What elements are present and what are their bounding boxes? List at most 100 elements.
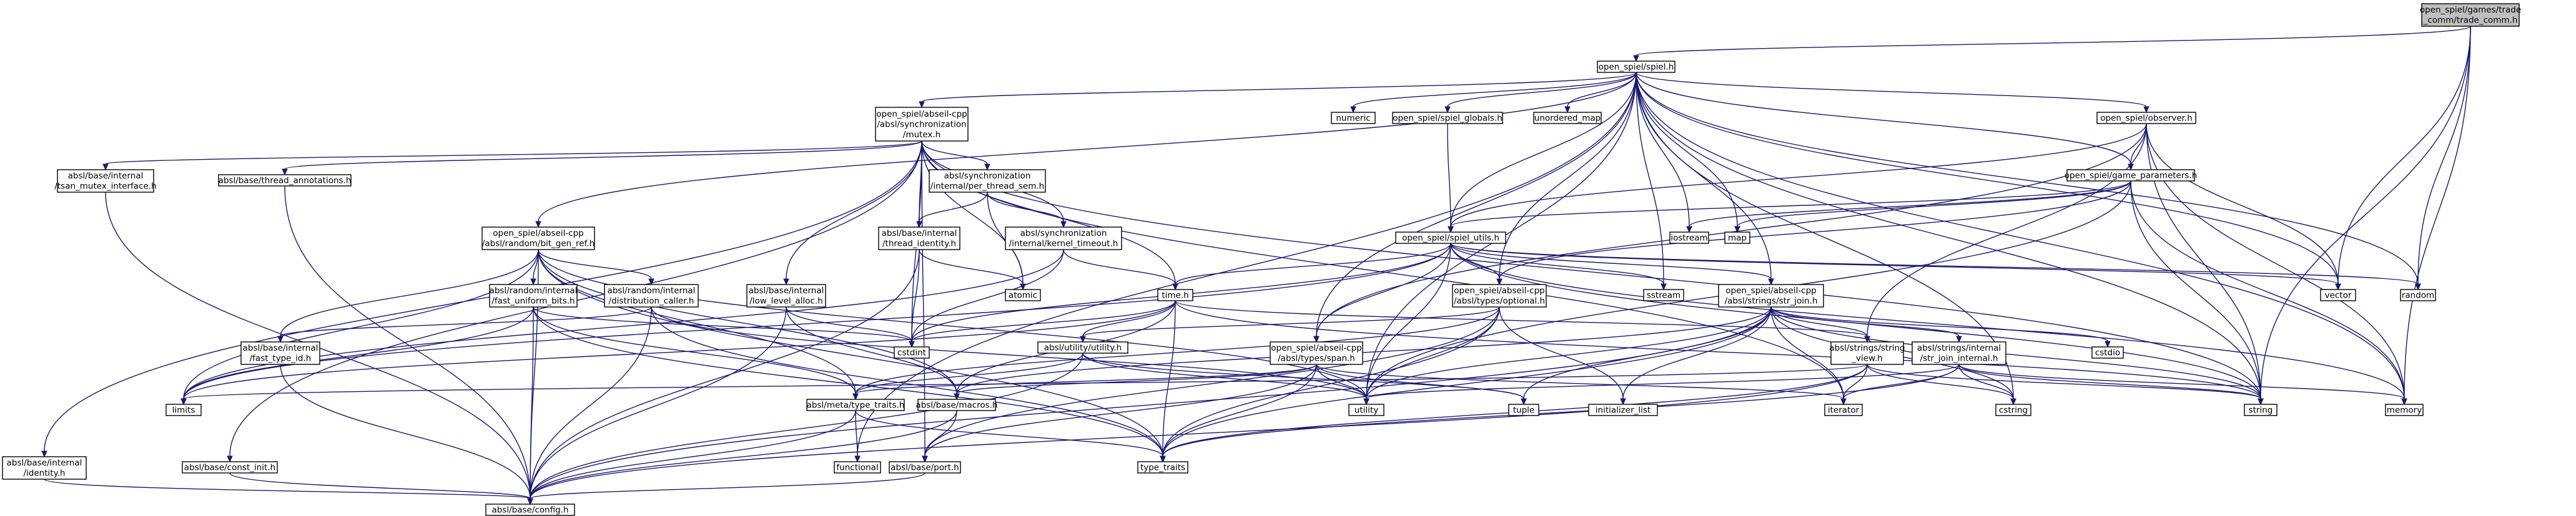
node-box [929, 169, 1046, 193]
node-label-line: tuple [1513, 405, 1534, 415]
node-box [1157, 289, 1193, 301]
node-per-thread-sem[interactable]: absl/synchronization/internal/per_thread… [929, 169, 1046, 193]
node-box [604, 284, 699, 308]
node-box [2421, 3, 2520, 27]
edge-const-init-to-config [229, 472, 533, 505]
node-box [2244, 404, 2277, 416]
node-distribution-caller[interactable]: absl/random/internal/distribution_caller… [604, 284, 699, 308]
node-box [218, 174, 352, 187]
edge-game-params-to-iostream [1686, 180, 2131, 233]
edge-spiel-utils-to-vector [1450, 243, 2341, 291]
node-string-view[interactable]: absl/strings/string_view.h [1829, 341, 1905, 365]
node-box [2385, 404, 2424, 416]
node-game-params[interactable]: open_spiel/game_parameters.h [2065, 169, 2198, 182]
node-label-line: absl/base/internal [749, 286, 824, 296]
node-label-line: time.h [1162, 290, 1188, 300]
node-label-line: cstring [1999, 405, 2028, 415]
edge-type-traits-h-to-config [527, 410, 856, 505]
node-label-line: /internal/kernel_timeout.h [1009, 239, 1118, 249]
edge-str-join-to-str-join-internal [1770, 306, 1962, 343]
edge-mutex-to-per-thread-sem [921, 140, 990, 171]
node-unordered-map: unordered_map [1533, 112, 1602, 124]
edge-root-to-string [2258, 26, 2471, 406]
node-label-line: random [2402, 290, 2434, 300]
node-label-line: /fast_type_id.h [250, 354, 312, 364]
edge-spiel-utils-to-time [1172, 243, 1451, 291]
edge-mutex-to-low-level-alloc [783, 140, 922, 286]
edge-time-to-utility-h [1080, 300, 1176, 343]
node-time[interactable]: time.h [1157, 289, 1193, 301]
node-label-line: unordered_map [1534, 113, 1601, 123]
node-port[interactable]: absl/base/port.h [889, 461, 961, 474]
node-cstdio: cstdio [2091, 346, 2124, 359]
node-identity[interactable]: absl/base/internal/identity.h [2, 456, 87, 480]
edge-macros-to-port [922, 410, 957, 463]
edge-str-join-internal-to-string [1958, 364, 2264, 406]
node-fast-type-id[interactable]: absl/base/internal/fast_type_id.h [240, 341, 320, 365]
node-label-line: /fast_uniform_bits.h [491, 296, 575, 306]
node-label-line: /tsan_mutex_interface.h [54, 182, 156, 192]
node-root[interactable]: open_spiel/games/trade_comm/trade_comm.h [2420, 3, 2521, 27]
node-label-line: _view.h [1851, 354, 1882, 364]
node-kernel-timeout[interactable]: absl/synchronization/internal/kernel_tim… [1005, 226, 1122, 250]
node-fast-uniform-bits[interactable]: absl/random/internal/fast_uniform_bits.h [489, 284, 578, 308]
edge-kernel-timeout-to-time [1063, 249, 1178, 291]
node-macros[interactable]: absl/base/macros.h [915, 399, 998, 411]
node-spiel-utils[interactable]: open_spiel/spiel_utils.h [1395, 231, 1506, 244]
node-optional[interactable]: open_spiel/abseil-cpp/absl/types/optiona… [1452, 284, 1547, 308]
node-map: map [1724, 231, 1750, 244]
node-mutex[interactable]: open_spiel/abseil-cpp/absl/synchronizati… [875, 107, 969, 142]
node-box [2096, 112, 2196, 124]
node-label-line: limits [172, 405, 195, 415]
node-label-line: /absl/strings/str_join.h [1725, 296, 1818, 306]
node-str-join[interactable]: open_spiel/abseil-cpp/absl/strings/str_j… [1718, 284, 1824, 308]
node-utility-h[interactable]: absl/utility/utility.h [1037, 341, 1128, 354]
edge-macros-to-config [527, 410, 957, 505]
node-label-line: sstream [1647, 290, 1680, 300]
edge-spiel-to-game-params [1636, 72, 2134, 171]
node-span[interactable]: open_spiel/abseil-cpp/absl/types/span.h [1270, 341, 1363, 365]
node-box [2066, 169, 2195, 182]
edge-distribution-caller-to-utility [651, 306, 1369, 406]
node-label-line: /absl/types/span.h [1278, 354, 1355, 364]
node-tsan[interactable]: absl/base/internal/tsan_mutex_interface.… [54, 169, 157, 193]
node-thread-identity[interactable]: absl/base/internal/thread_identity.h [878, 226, 960, 250]
node-box [1830, 341, 1904, 365]
edge-mutex-to-identity [41, 140, 922, 458]
node-globals[interactable]: open_spiel/spiel_globals.h [1392, 112, 1503, 124]
node-iterator: iterator [1824, 404, 1863, 416]
node-const-init[interactable]: absl/base/const_init.h [182, 461, 278, 474]
node-box [1912, 341, 2006, 365]
edge-distribution-caller-to-fast-type-id [277, 306, 652, 343]
node-box [240, 341, 320, 365]
edge-time-to-limits [180, 300, 1176, 406]
edge-bit-gen-ref-to-distribution-caller [538, 249, 654, 286]
node-box [1331, 112, 1376, 124]
node-thread-ann[interactable]: absl/base/thread_annotations.h [218, 174, 352, 187]
edge-str-join-to-cstdio [1770, 306, 2111, 348]
node-label-line: absl/random/internal [490, 286, 578, 296]
node-box [834, 461, 881, 474]
node-bit-gen-ref[interactable]: open_spiel/abseil-cpp/absl/random/bit_ge… [481, 226, 595, 250]
node-low-level-alloc[interactable]: absl/base/internal/low_level_alloc.h [746, 284, 826, 308]
node-vector: vector [2320, 289, 2356, 301]
edge-spiel-to-random [1636, 72, 2421, 291]
node-spiel[interactable]: open_spiel/spiel.h [1597, 61, 1675, 73]
node-type-traits-h[interactable]: absl/meta/type_traits.h [806, 399, 905, 411]
node-sstream: sstream [1643, 289, 1684, 301]
edge-observer-to-spiel-utils [1448, 123, 2147, 233]
node-cstdint: cstdint [894, 346, 930, 359]
edge-utility-h-to-config [527, 353, 1083, 505]
node-observer[interactable]: open_spiel/observer.h [2096, 112, 2196, 124]
node-str-join-internal[interactable]: absl/strings/internal/str_join_internal.… [1912, 341, 2006, 365]
node-box [165, 404, 202, 416]
node-box [1669, 231, 1709, 244]
node-functional: functional [834, 461, 881, 474]
edge-span-to-port [922, 364, 1317, 463]
edge-spiel-utils-to-span [1313, 243, 1451, 343]
node-box [485, 504, 575, 516]
edge-string-view-to-cstring [1867, 364, 2016, 406]
node-config[interactable]: absl/base/config.h [485, 504, 575, 516]
node-cstring: cstring [1995, 404, 2031, 416]
node-label-line: absl/synchronization [1020, 228, 1107, 238]
